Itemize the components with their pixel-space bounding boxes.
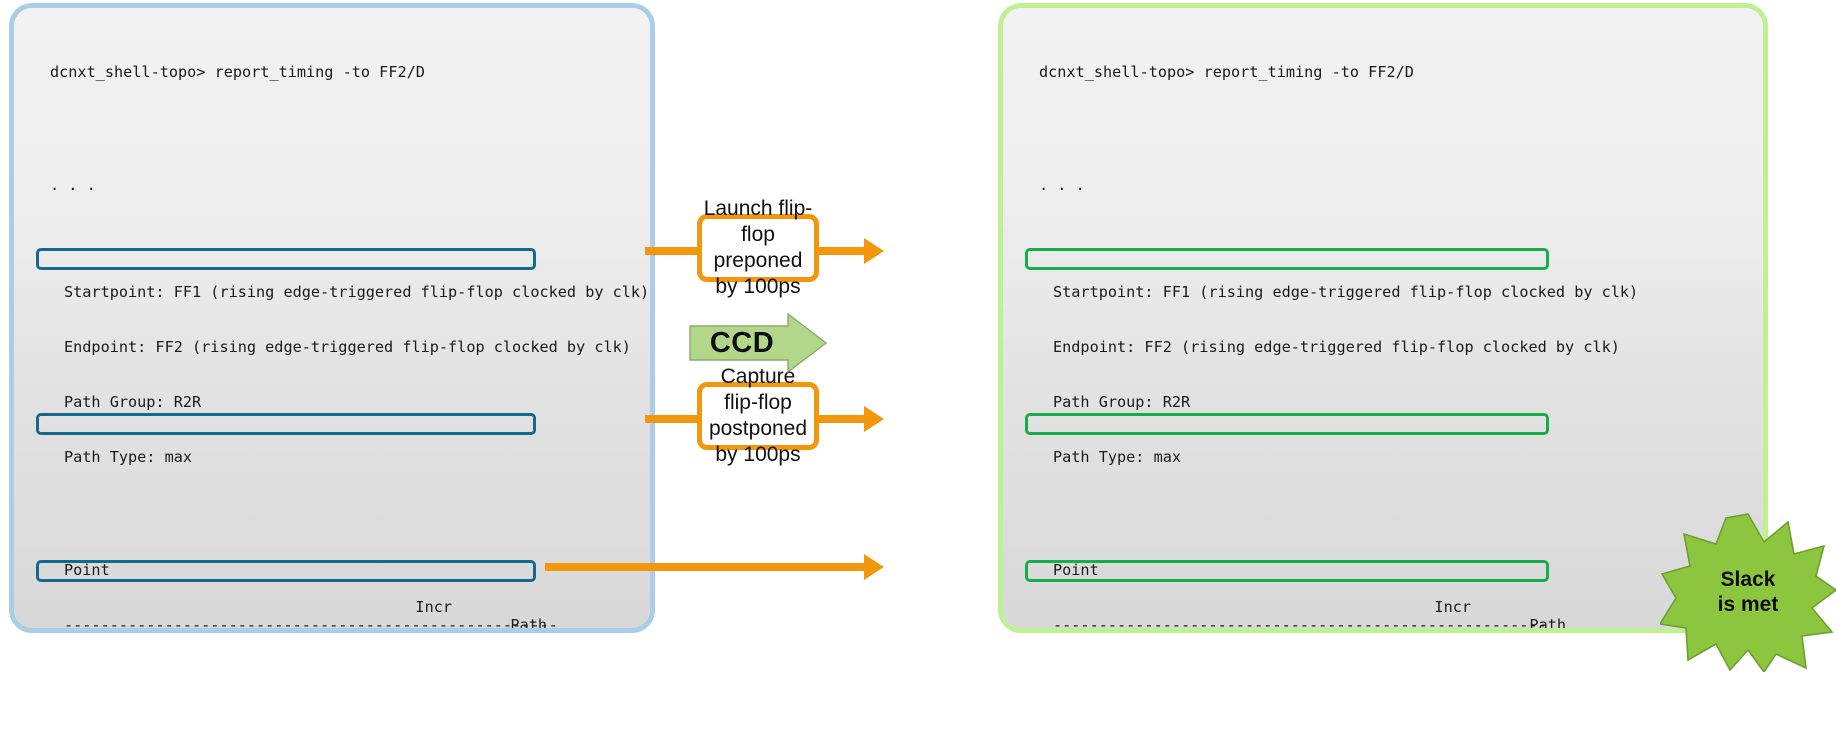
callout-launch-line2: preponed by 100ps <box>713 249 803 298</box>
arrowhead-slack <box>864 554 884 580</box>
left-column-header: Point Incr Path <box>64 561 547 628</box>
left-terminal-text: dcnxt_shell-topo> report_timing -to FF2/… <box>14 8 650 628</box>
arrowhead-capture <box>864 406 884 432</box>
left-path-group: Path Group: R2R <box>64 393 202 412</box>
right-divider-top: ----------------------------------------… <box>1053 616 1547 628</box>
burst-line1: Slack <box>1720 568 1776 591</box>
right-path-type: Path Type: max <box>1053 447 1182 466</box>
callout-launch-line1: Launch flip-flop <box>703 197 813 246</box>
left-divider-top: ----------------------------------------… <box>64 616 558 628</box>
ccd-arrow-shape <box>689 312 828 374</box>
burst-line2: is met <box>1717 593 1779 616</box>
right-endpoint: Endpoint: FF2 (rising edge-triggered fli… <box>1053 338 1620 357</box>
callout-capture-line1: Capture flip-flop <box>720 365 796 414</box>
after-ccd-panel: dcnxt_shell-topo> report_timing -to FF2/… <box>1003 8 1763 628</box>
connector-capture-left <box>645 415 700 423</box>
left-startpoint: Startpoint: FF1 (rising edge-triggered f… <box>64 283 650 302</box>
connector-launch-left <box>645 247 700 255</box>
right-startpoint: Startpoint: FF1 (rising edge-triggered f… <box>1053 283 1639 302</box>
burst-shape <box>1658 513 1836 674</box>
arrowhead-launch <box>864 238 884 264</box>
right-column-header: Point Incr Path <box>1053 561 1566 628</box>
right-terminal-text: dcnxt_shell-topo> report_timing -to FF2/… <box>1003 8 1763 628</box>
right-path-group: Path Group: R2R <box>1053 393 1191 412</box>
left-path-type: Path Type: max <box>64 447 193 466</box>
callout-capture-line2: postponed by 100ps <box>708 417 808 466</box>
left-endpoint: Endpoint: FF2 (rising edge-triggered fli… <box>64 338 631 357</box>
connector-launch-right <box>816 247 866 255</box>
right-ellipsis-top: . . . <box>1039 175 1085 194</box>
before-ccd-panel: dcnxt_shell-topo> report_timing -to FF2/… <box>14 8 650 628</box>
ccd-label: CCD <box>709 326 775 359</box>
connector-slack <box>545 563 867 571</box>
left-prompt: dcnxt_shell-topo> report_timing -to FF2/… <box>50 62 425 81</box>
slack-met-burst: Slack is met <box>1658 512 1836 674</box>
burst-label: Slack is met <box>1660 512 1836 672</box>
left-ellipsis-top: . . . <box>50 175 96 194</box>
ccd-arrow: CCD <box>688 312 828 374</box>
right-prompt: dcnxt_shell-topo> report_timing -to FF2/… <box>1039 62 1414 81</box>
callout-capture[interactable]: Capture flip-flop postponed by 100ps <box>697 365 819 466</box>
connector-capture-right <box>816 415 866 423</box>
callout-launch[interactable]: Launch flip-flop preponed by 100ps <box>697 197 819 298</box>
